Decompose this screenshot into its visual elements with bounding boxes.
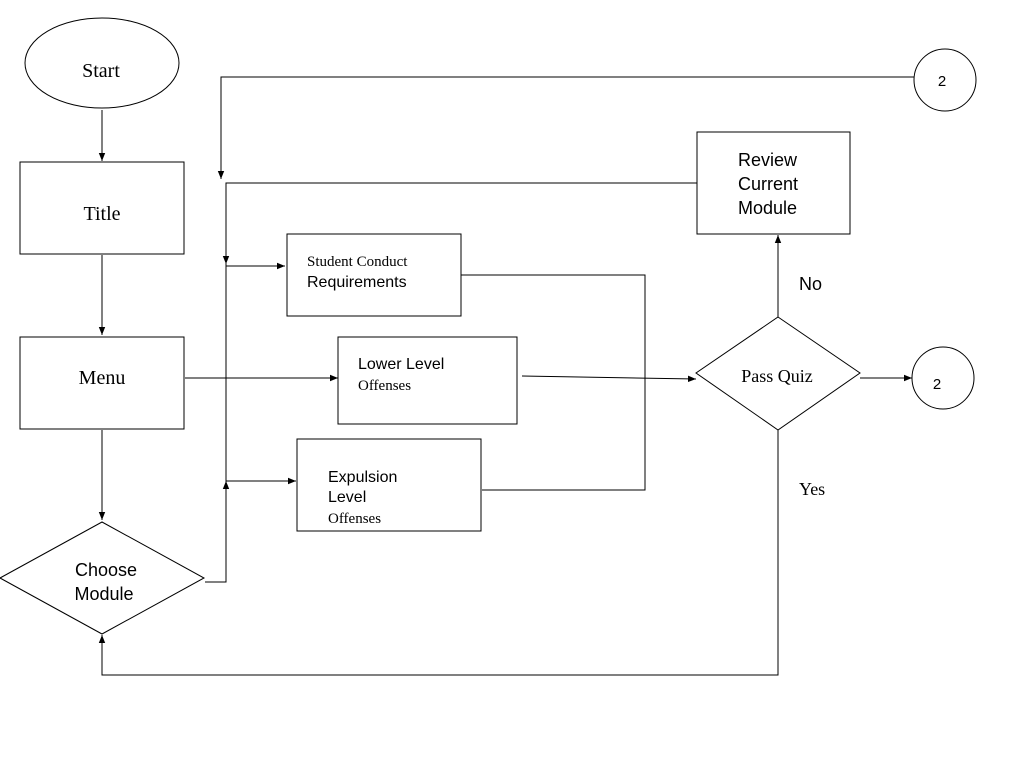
lower-level-label-line2: Offenses xyxy=(358,378,411,394)
title-label: Title xyxy=(83,203,120,225)
choose-module-node: Choose Module xyxy=(0,521,206,635)
review-label-line1: Review xyxy=(738,150,798,170)
pass-quiz-label: Pass Quiz xyxy=(741,366,813,386)
menu-node: Menu xyxy=(19,336,185,430)
expulsion-level-box xyxy=(296,438,482,532)
review-current-module-box xyxy=(696,131,851,235)
menu-label: Menu xyxy=(79,367,126,389)
expulsion-level-label-line2: Level xyxy=(328,489,366,506)
edge-choose-module-to-trunk xyxy=(205,481,230,583)
edge-student-conduct-to-merge xyxy=(461,274,646,491)
student-conduct-box xyxy=(286,233,462,317)
student-conduct-node: Student Conduct Requirements xyxy=(286,233,462,317)
lower-level-box xyxy=(337,336,518,425)
connector-right-circle xyxy=(911,346,975,410)
title-box xyxy=(19,161,185,255)
expulsion-level-node: Expulsion Level Offenses xyxy=(296,438,482,532)
connector-right-label: 2 xyxy=(933,376,941,393)
lower-level-node: Lower Level Offenses xyxy=(337,336,518,425)
student-conduct-label-line1: Student Conduct xyxy=(307,254,408,270)
start-node: Start xyxy=(24,17,180,109)
lower-level-label-line1: Lower Level xyxy=(358,356,444,373)
start-ellipse xyxy=(24,17,180,109)
pass-quiz-node: Pass Quiz xyxy=(695,316,861,431)
choose-module-label-line1: Choose xyxy=(75,560,137,580)
connector-top-label: 2 xyxy=(938,73,946,90)
edges xyxy=(98,76,914,676)
edge-label-no: No xyxy=(799,274,822,294)
title-node: Title xyxy=(19,161,185,255)
review-current-module-node: Review Current Module xyxy=(696,131,851,235)
review-label-line3: Module xyxy=(738,198,797,218)
edge-pass-quiz-yes-to-choose-module xyxy=(98,430,779,676)
connector-top-circle xyxy=(913,48,977,112)
expulsion-level-label-line1: Expulsion xyxy=(328,469,397,486)
menu-box xyxy=(19,336,185,430)
edge-connector-to-trunk xyxy=(217,76,914,179)
review-label-line2: Current xyxy=(738,174,798,194)
connector-top-node: 2 xyxy=(913,48,977,112)
connector-right-node: 2 xyxy=(911,346,975,410)
edge-label-yes: Yes xyxy=(799,479,825,499)
choose-module-diamond xyxy=(0,521,206,635)
expulsion-level-label-line3: Offenses xyxy=(328,511,381,527)
choose-module-label-line2: Module xyxy=(74,584,133,604)
student-conduct-label-line2: Requirements xyxy=(307,274,407,291)
pass-quiz-diamond xyxy=(695,316,861,431)
start-label: Start xyxy=(82,60,120,82)
edge-review-to-trunk xyxy=(222,182,697,264)
edge-lower-level-to-pass-quiz xyxy=(521,375,697,383)
